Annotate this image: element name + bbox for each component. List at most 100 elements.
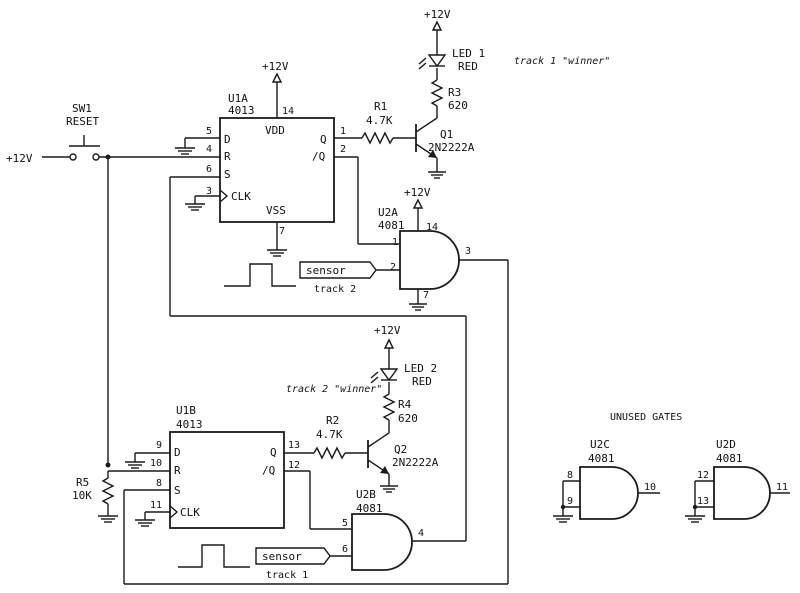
u1b-qn: /Q xyxy=(262,464,275,477)
u2a-body xyxy=(399,230,460,290)
u1b-pin-s: 8 xyxy=(156,478,162,489)
u1a-ref: U1A xyxy=(228,92,248,105)
u2c-pin-b: 9 xyxy=(567,496,573,507)
u1a-pin-q: 1 xyxy=(340,126,346,137)
u1a-pin-vdd: 14 xyxy=(282,106,294,117)
r2-resistor: R2 4.7K xyxy=(284,414,368,460)
u2d-pin-b: 13 xyxy=(697,496,709,507)
u2b-and-gate: U2B 4081 5 6 4 xyxy=(342,488,424,571)
u1b-ref: U1B xyxy=(176,404,196,417)
q1-part: 2N2222A xyxy=(428,141,475,154)
u1a-flipflop: U1A 4013 VDD VSS D R S CLK Q /Q 5 4 6 3 … xyxy=(206,92,346,237)
u1a-q: Q xyxy=(320,133,327,146)
u1a-clk-ground xyxy=(185,195,220,211)
u2d-ref: U2D xyxy=(716,438,736,451)
sw1-supply-label: +12V xyxy=(6,152,33,165)
q2-ref: Q2 xyxy=(394,443,407,456)
u2a-part: 4081 xyxy=(378,219,405,232)
u2a-and-gate: U2A 4081 1 2 3 14 7 +12V xyxy=(378,186,471,311)
u2b-pin-a: 5 xyxy=(342,518,348,529)
u2c-pin-out: 10 xyxy=(644,482,656,493)
r2-ref: R2 xyxy=(326,414,339,427)
led1-supply-label: +12V xyxy=(424,8,451,21)
supply-arrow-icon xyxy=(431,20,443,31)
u2b-pin-out: 4 xyxy=(418,528,424,539)
u2a-pin-b: 2 xyxy=(390,262,396,273)
r1-resistor: R1 4.7K xyxy=(334,100,416,145)
u1b-r: R xyxy=(174,464,181,477)
q1-transistor: Q1 2N2222A xyxy=(415,117,475,179)
sensor-track2-label: sensor xyxy=(306,264,346,277)
u1b-body xyxy=(169,431,285,529)
supply-arrow-icon xyxy=(412,198,424,209)
u1b-pin-d: 9 xyxy=(156,440,162,451)
led1-ref: LED 1 xyxy=(452,47,485,60)
supply-arrow-icon xyxy=(271,72,283,83)
u1a-s: S xyxy=(224,168,231,181)
r1-ref: R1 xyxy=(374,100,387,113)
u2b-ref: U2B xyxy=(356,488,376,501)
u1b-clk: CLK xyxy=(180,506,200,519)
r4-resistor: R4 620 xyxy=(382,382,418,433)
u2d-body xyxy=(713,466,771,520)
u1a-vdd-supply-label: +12V xyxy=(262,60,289,73)
unused-gates-label: UNUSED GATES xyxy=(610,412,682,423)
q2-transistor: Q2 2N2222A xyxy=(367,432,439,493)
sensor-track1-name: track 1 xyxy=(266,570,308,581)
u1a-pin-s: 6 xyxy=(206,164,212,175)
sensor-track2-flag xyxy=(299,261,377,279)
u2a-pin-out: 3 xyxy=(465,246,471,257)
u2d-part: 4081 xyxy=(716,452,743,465)
r3-value: 620 xyxy=(448,99,468,112)
u1a-vdd: VDD xyxy=(265,124,285,137)
sensor-track1: sensor track 1 xyxy=(178,544,352,581)
u1a-d: D xyxy=(224,133,231,146)
r4-ref: R4 xyxy=(398,398,412,411)
r4-value: 620 xyxy=(398,412,418,425)
led1-color: RED xyxy=(458,60,478,73)
u1b-pin-r: 10 xyxy=(150,458,162,469)
u1b-pin-qn: 12 xyxy=(288,460,300,471)
u1b-part: 4013 xyxy=(176,418,203,431)
u1a-part: 4013 xyxy=(228,104,255,117)
u2b-part: 4081 xyxy=(356,502,383,515)
u1b-pin-clk: 11 xyxy=(150,500,162,511)
q2-part: 2N2222A xyxy=(392,456,439,469)
u2c-and-gate: U2C 4081 8 9 10 xyxy=(553,438,660,523)
sensor-track2: sensor track 2 xyxy=(224,261,400,295)
r1-value: 4.7K xyxy=(366,114,393,127)
u2b-body xyxy=(351,513,413,571)
led2-ref: LED 2 xyxy=(404,362,437,375)
u2d-and-gate: U2D 4081 12 13 11 xyxy=(685,438,790,523)
u1a-pin-d: 5 xyxy=(206,126,212,137)
u2c-ref: U2C xyxy=(590,438,610,451)
u2a-pin-vdd: 14 xyxy=(426,222,438,233)
q1-ref: Q1 xyxy=(440,128,453,141)
u1a-qn: /Q xyxy=(312,150,325,163)
sensor-track2-name: track 2 xyxy=(314,284,356,295)
u1a-pin-vss: 7 xyxy=(279,226,285,237)
r5-value: 10K xyxy=(72,489,92,502)
u1a-vss: VSS xyxy=(266,204,286,217)
u2c-body xyxy=(579,466,639,520)
u2d-pin-a: 12 xyxy=(697,470,709,481)
u1b-clk-ground xyxy=(135,511,170,527)
led2-icon xyxy=(379,368,399,382)
supply-arrow-icon xyxy=(383,338,395,349)
u1a-pin-qn: 2 xyxy=(340,144,346,155)
r3-resistor: R3 620 xyxy=(430,68,468,118)
led1-icon xyxy=(427,54,447,68)
u2a-supply-label: +12V xyxy=(404,186,431,199)
u1b-s: S xyxy=(174,484,181,497)
led2-color: RED xyxy=(412,375,432,388)
u1b-flipflop: U1B 4013 D R S CLK Q /Q 9 10 8 11 13 12 xyxy=(150,404,300,529)
u1b-d: D xyxy=(174,446,181,459)
led1-diode: +12V LED 1 RED track 1 "winner" xyxy=(418,8,610,73)
sw1-reset-switch: +12V SW1 RESET xyxy=(6,102,220,468)
u1b-q: Q xyxy=(270,446,277,459)
r5-ref: R5 xyxy=(76,476,89,489)
u2c-part: 4081 xyxy=(588,452,615,465)
led2-diode: +12V LED 2 RED track 2 "winner" xyxy=(286,324,437,395)
